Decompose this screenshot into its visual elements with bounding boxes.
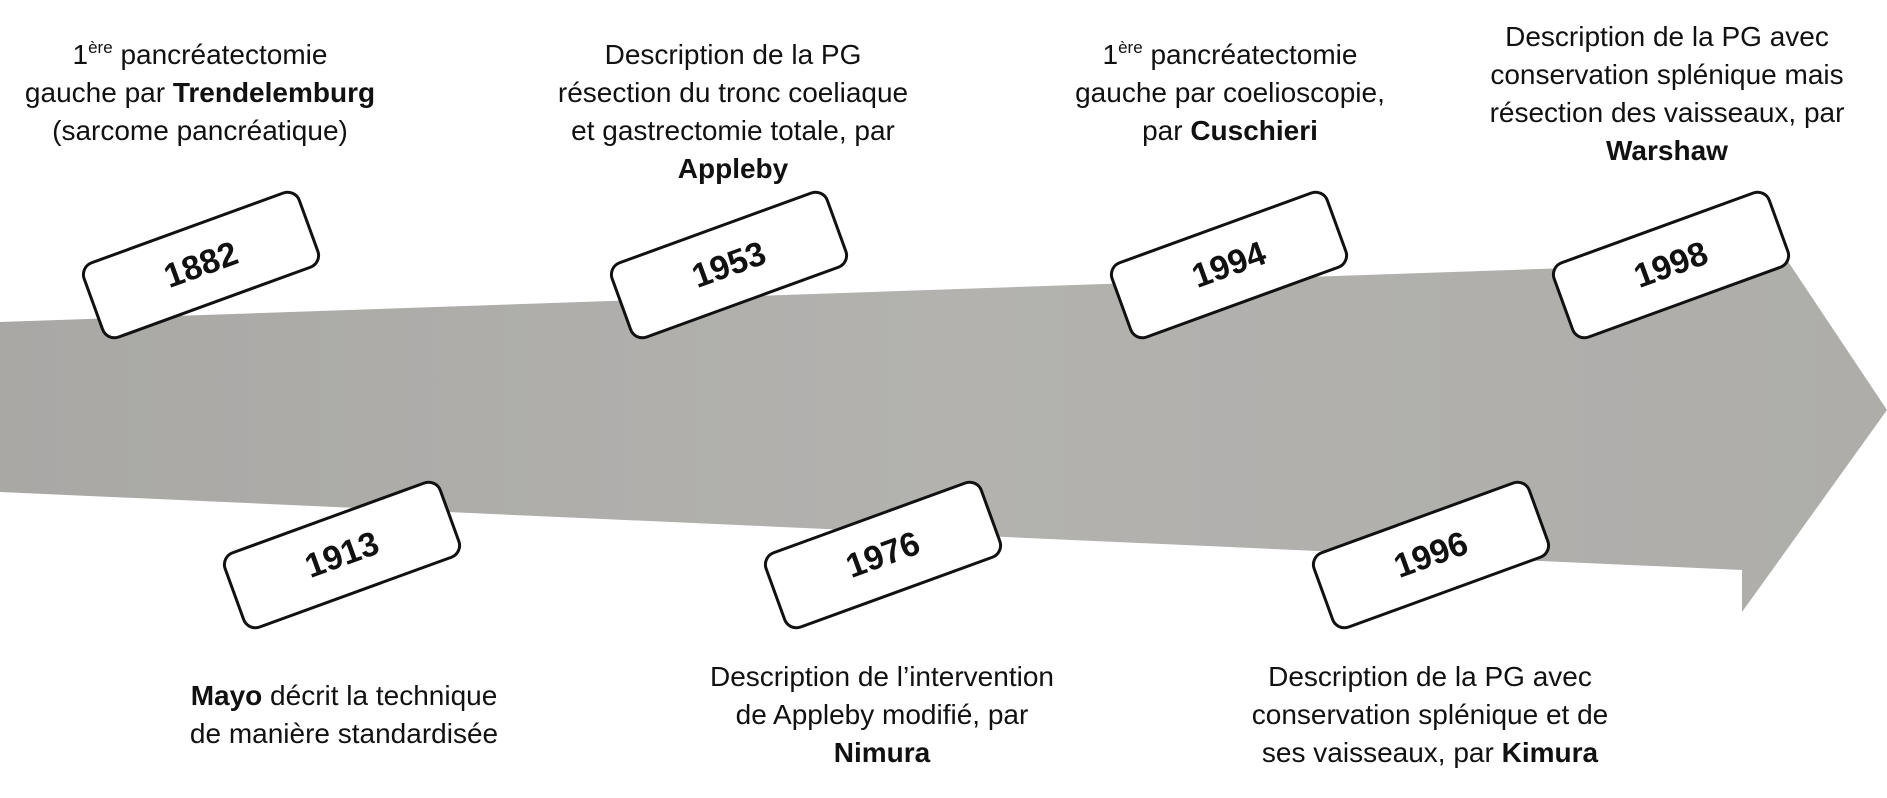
year-label-1994: 1994 — [1186, 233, 1271, 296]
caption-1953-l1: Description de la PG — [604, 39, 862, 70]
caption-1994: 1ère pancréatectomie gauche par coeliosc… — [1030, 36, 1430, 150]
caption-1976-l2: de Appleby modifié, par — [735, 699, 1029, 730]
caption-1994-l2: gauche par coelioscopie, — [1075, 77, 1385, 108]
caption-1994-l1-pre: 1 — [1102, 39, 1119, 70]
caption-1994-l1-post: pancréatectomie — [1142, 39, 1358, 70]
caption-1976-author: Nimura — [833, 737, 931, 768]
caption-1882-l2-pre: gauche par — [24, 77, 173, 108]
caption-1996-author: Kimura — [1501, 737, 1599, 768]
year-label-1996: 1996 — [1388, 523, 1473, 586]
caption-1996-l2: conservation splénique et de — [1251, 699, 1609, 730]
caption-1882-l1-post: pancréatectomie — [112, 39, 328, 70]
caption-1994-author: Cuschieri — [1190, 115, 1318, 146]
caption-1882-l3: (sarcome pancréatique) — [52, 115, 348, 146]
caption-1998: Description de la PG avec conservation s… — [1452, 18, 1882, 170]
caption-1998-l1: Description de la PG avec — [1505, 21, 1829, 52]
caption-1882-l1-sup: ère — [88, 38, 113, 57]
caption-1998-l2: conservation splénique mais — [1490, 59, 1844, 90]
caption-1998-l3: résection des vaisseaux, par — [1489, 97, 1845, 128]
caption-1996-l3-pre: ses vaisseaux, par — [1261, 737, 1502, 768]
caption-1994-l1-sup: ère — [1118, 38, 1143, 57]
caption-1996-l1: Description de la PG avec — [1268, 661, 1592, 692]
caption-1976: Description de l’intervention de Appleby… — [662, 658, 1102, 772]
caption-1953-l2: résection du tronc coeliaque — [557, 77, 909, 108]
caption-1882-l1-pre: 1 — [72, 39, 89, 70]
caption-1882: 1ère pancréatectomie gauche par Trendele… — [0, 36, 400, 150]
caption-1913-l1-post: décrit la technique — [262, 680, 498, 711]
year-label-1882: 1882 — [158, 233, 243, 296]
caption-1913-author: Mayo — [190, 680, 263, 711]
caption-1976-l1: Description de l’intervention — [710, 661, 1054, 692]
caption-1913-l2: de manière standardisée — [189, 718, 499, 749]
caption-1882-author: Trendelemburg — [172, 77, 376, 108]
caption-1996: Description de la PG avec conservation s… — [1210, 658, 1650, 772]
caption-1913: Mayo décrit la technique de manière stan… — [144, 677, 544, 753]
caption-1994-l3-pre: par — [1142, 115, 1191, 146]
year-label-1998: 1998 — [1628, 233, 1713, 296]
year-label-1976: 1976 — [840, 523, 925, 586]
caption-1998-author: Warshaw — [1606, 135, 1728, 166]
caption-1953-author: Appleby — [677, 153, 789, 184]
year-label-1913: 1913 — [299, 523, 384, 586]
caption-1953: Description de la PG résection du tronc … — [513, 36, 953, 188]
year-label-1953: 1953 — [686, 233, 771, 296]
caption-1953-l3: et gastrectomie totale, par — [571, 115, 895, 146]
